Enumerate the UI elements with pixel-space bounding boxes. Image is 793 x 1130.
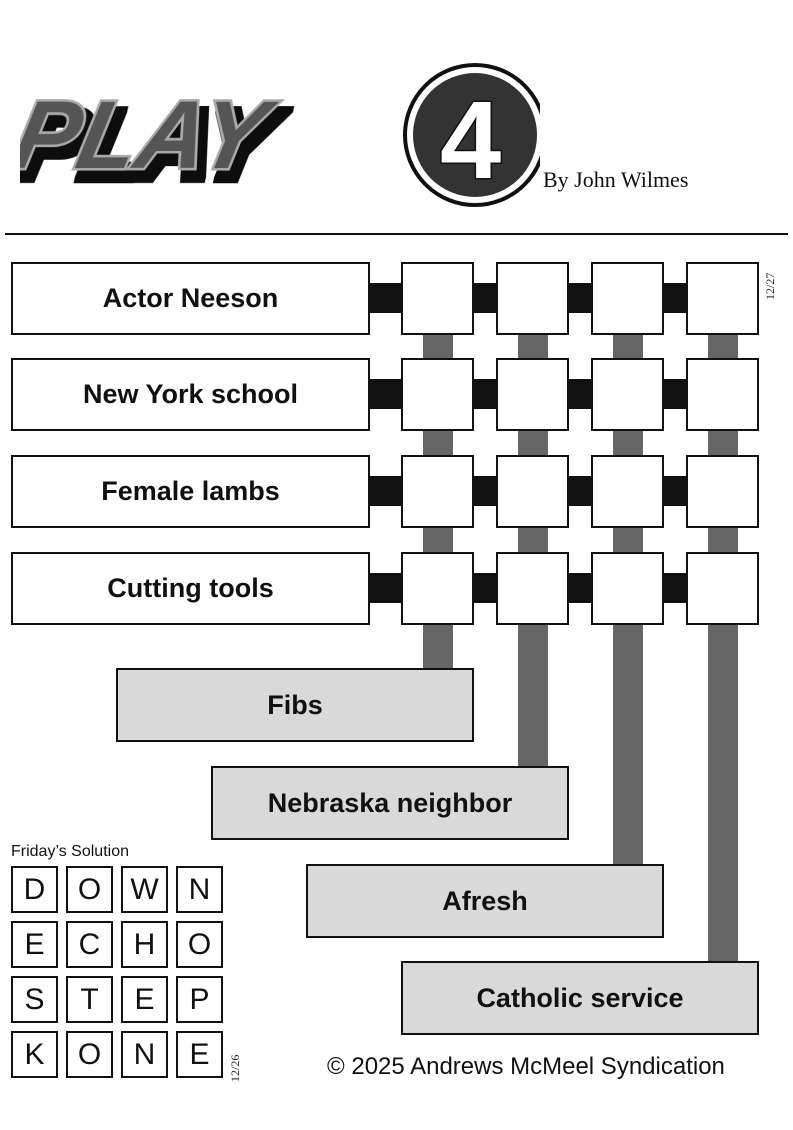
solution-cell: W	[121, 866, 168, 913]
solution-cell: T	[66, 976, 113, 1023]
row-connector	[368, 573, 403, 603]
row-connector	[662, 379, 688, 409]
answer-cell[interactable]	[686, 552, 759, 625]
solution-cell: E	[176, 1031, 223, 1078]
answer-cell[interactable]	[496, 552, 569, 625]
row-connector	[472, 283, 498, 313]
solution-cell: O	[66, 1031, 113, 1078]
answer-cell[interactable]	[686, 455, 759, 528]
row-connector	[567, 283, 593, 313]
row-connector	[368, 379, 403, 409]
row-connector	[472, 476, 498, 506]
row-connector	[368, 476, 403, 506]
solution-title: Friday’s Solution	[11, 843, 129, 860]
svg-text:PLAY: PLAY	[20, 81, 285, 189]
solution-cell: E	[11, 921, 58, 968]
row-connector	[567, 379, 593, 409]
solution-cell: P	[176, 976, 223, 1023]
byline: By John Wilmes	[543, 167, 689, 192]
solution-date: 12/26	[228, 1054, 242, 1082]
solution-cell: N	[176, 866, 223, 913]
answer-cell[interactable]	[401, 262, 474, 335]
row-connector	[662, 573, 688, 603]
row-connector	[472, 379, 498, 409]
solution-cell: O	[66, 866, 113, 913]
play4-logo: PLAY 4	[20, 63, 540, 207]
solution-cell: N	[121, 1031, 168, 1078]
answer-cell[interactable]	[401, 455, 474, 528]
answer-cell[interactable]	[496, 262, 569, 335]
answer-cell[interactable]	[401, 552, 474, 625]
puzzle-date: 12/27	[763, 272, 777, 300]
answer-cell[interactable]	[401, 358, 474, 431]
row-connector	[567, 573, 593, 603]
solution-cell: E	[121, 976, 168, 1023]
solution-cell: O	[176, 921, 223, 968]
row-clue: Female lambs	[11, 455, 370, 528]
row-connector	[567, 476, 593, 506]
row-connector	[662, 476, 688, 506]
column-clue: Catholic service	[401, 961, 759, 1035]
row-clue: Actor Neeson	[11, 262, 370, 335]
column-clue: Fibs	[116, 668, 474, 742]
solution-cell: S	[11, 976, 58, 1023]
answer-cell[interactable]	[591, 552, 664, 625]
answer-cell[interactable]	[591, 262, 664, 335]
solution-cell: K	[11, 1031, 58, 1078]
svg-text:4: 4	[440, 79, 501, 202]
column-clue: Nebraska neighbor	[211, 766, 569, 840]
answer-cell[interactable]	[496, 358, 569, 431]
copyright: © 2025 Andrews McMeel Syndication	[327, 1053, 725, 1080]
solution-cell: D	[11, 866, 58, 913]
answer-cell[interactable]	[686, 262, 759, 335]
row-connector	[368, 283, 403, 313]
answer-cell[interactable]	[686, 358, 759, 431]
answer-cell[interactable]	[591, 455, 664, 528]
answer-cell[interactable]	[496, 455, 569, 528]
row-clue: New York school	[11, 358, 370, 431]
row-clue: Cutting tools	[11, 552, 370, 625]
answer-cell[interactable]	[591, 358, 664, 431]
column-clue: Afresh	[306, 864, 664, 938]
row-connector	[472, 573, 498, 603]
header-divider	[5, 233, 788, 235]
row-connector	[662, 283, 688, 313]
solution-cell: C	[66, 921, 113, 968]
solution-cell: H	[121, 921, 168, 968]
